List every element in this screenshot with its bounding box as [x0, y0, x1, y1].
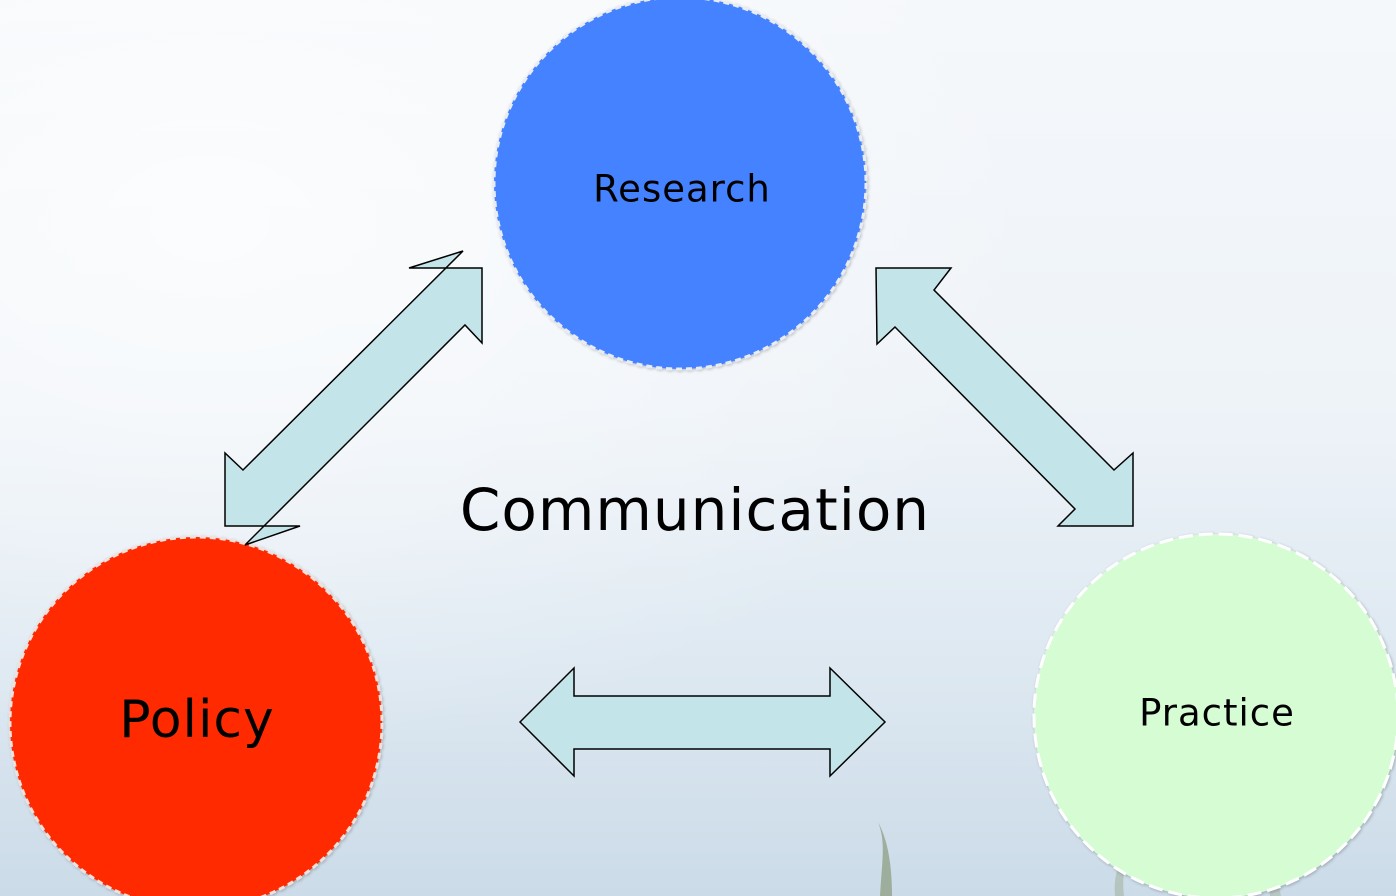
- research-node: [492, 0, 868, 371]
- communication-label: Communication: [459, 476, 931, 544]
- policy-practice-arrow: [518, 666, 887, 778]
- policy-node: [8, 535, 384, 896]
- practice-label: Practice: [1139, 691, 1295, 735]
- policy-label: Policy: [119, 690, 275, 750]
- practice-node: [1032, 532, 1396, 896]
- research-policy-arrow: [224, 250, 483, 546]
- research-label: Research: [593, 167, 771, 211]
- research-practice-arrow: [875, 267, 1134, 527]
